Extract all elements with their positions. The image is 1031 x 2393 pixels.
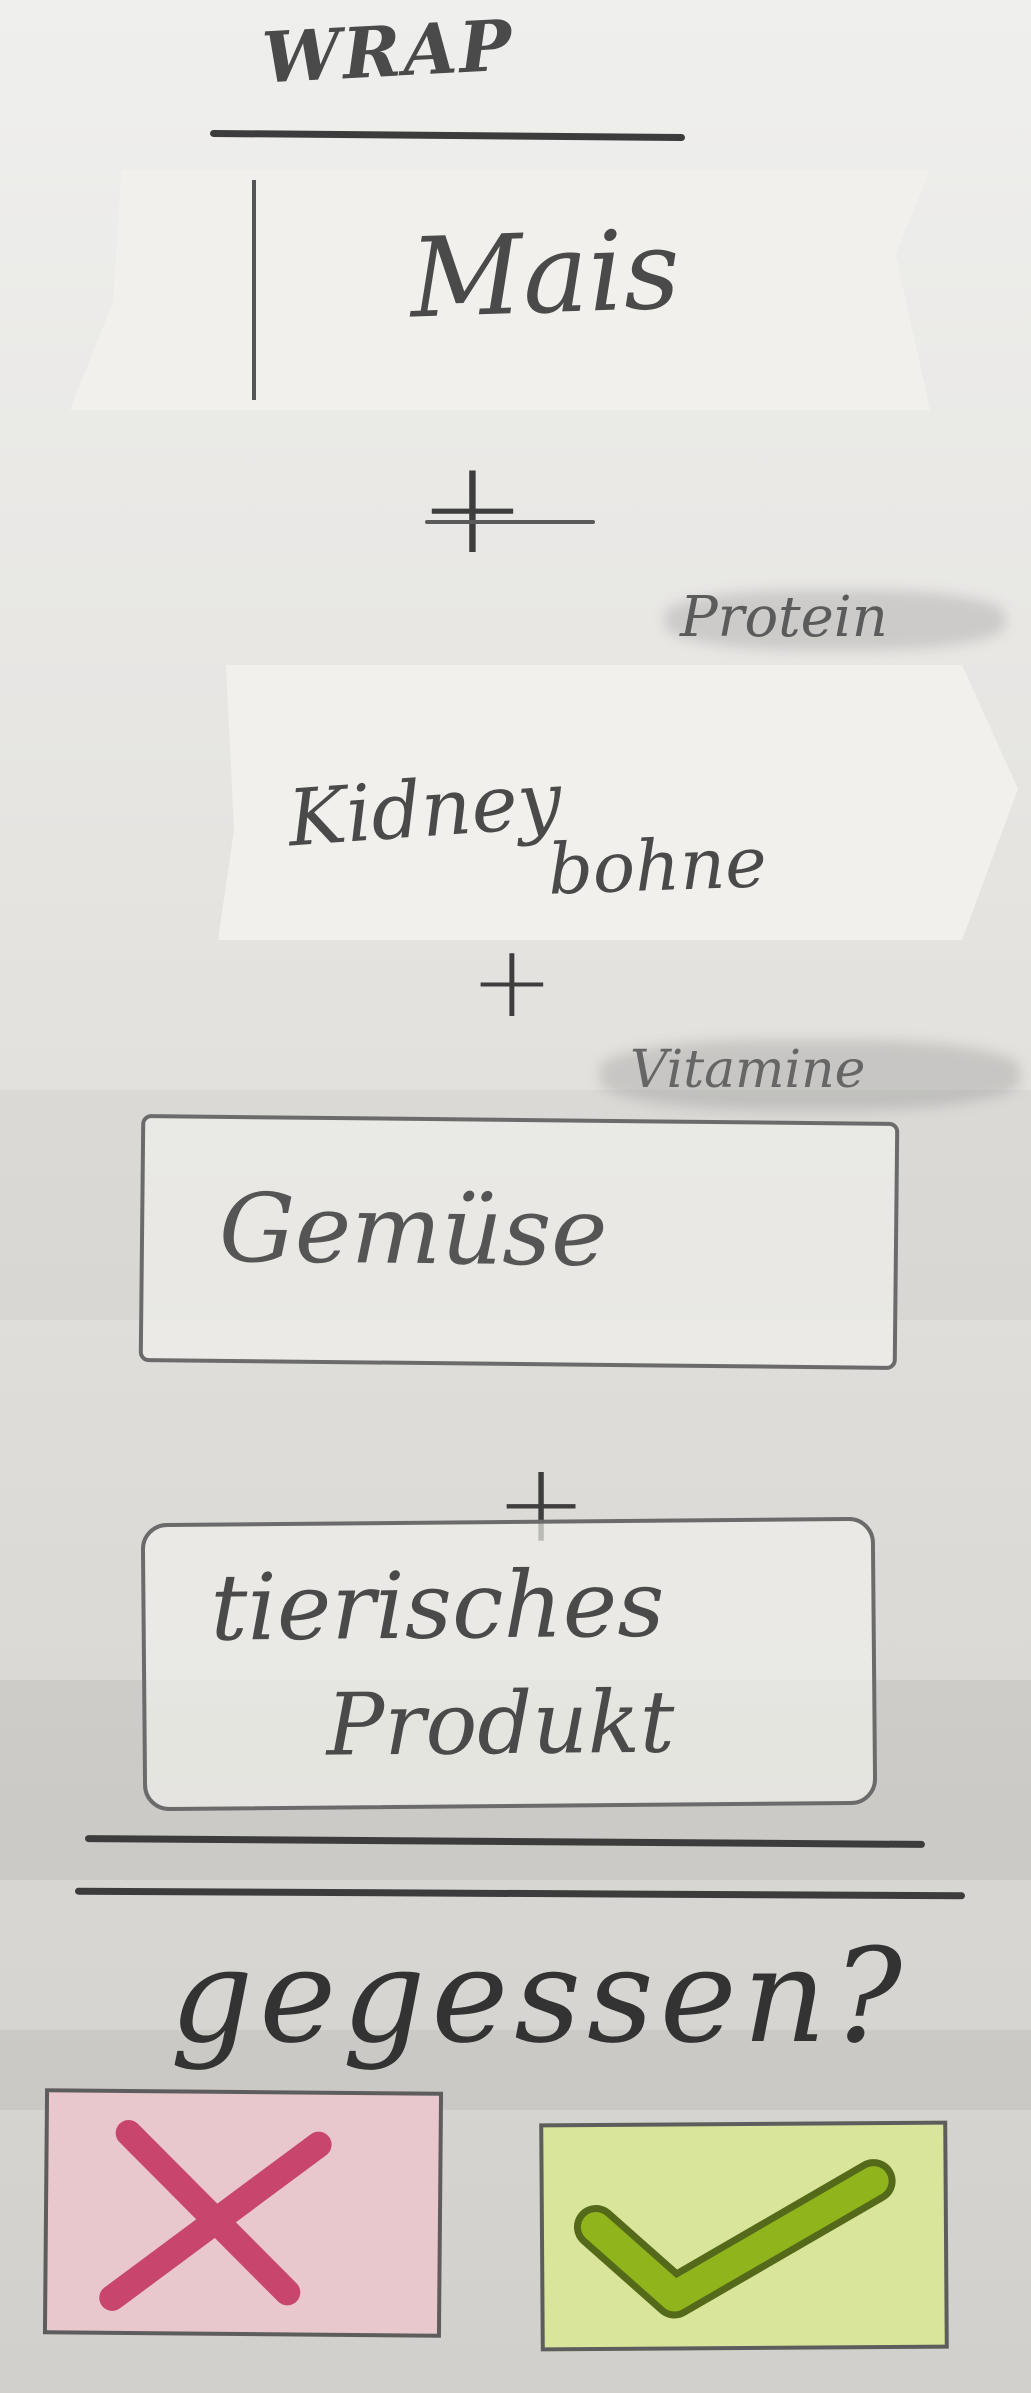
step-label: tierisches [210,1550,665,1662]
plus-extra-stroke [425,520,595,524]
checkmark-icon [573,2159,896,2319]
step-label: Kidney [285,755,565,865]
step-card-kidneybohne[interactable]: Kidney bohne [218,665,1018,940]
step-card-tierisches-produkt[interactable]: tierisches Produkt [140,1516,878,1812]
title-underline [209,129,686,142]
step-label-line2: Produkt [326,1672,675,1776]
no-button[interactable] [42,2088,444,2338]
step-note-vitamine: Vitamine [630,1040,866,1100]
check-fill [580,2166,889,2312]
pencil-smudge [665,590,1005,650]
cross-stroke [99,2131,332,2311]
plus-sign: + [470,923,554,1040]
step-note-protein: Protein [680,585,888,650]
yes-button[interactable] [539,2120,949,2352]
plus-sign: + [418,431,527,583]
step-label: Gemüse [218,1173,609,1288]
pencil-smudge [600,1040,1020,1110]
step-label: Mais [407,205,682,343]
question-text: gegessen? [170,1920,909,2072]
result-divider [84,1835,926,1848]
card-divider [252,180,256,400]
step-card-gemuese[interactable]: Gemüse [138,1114,900,1370]
result-divider [74,1887,966,1900]
cross-icon [99,2119,332,2311]
page-title: WRAP [260,3,516,100]
step-label-line2: bohne [546,821,768,911]
step-card-mais[interactable]: Mais [70,170,930,410]
